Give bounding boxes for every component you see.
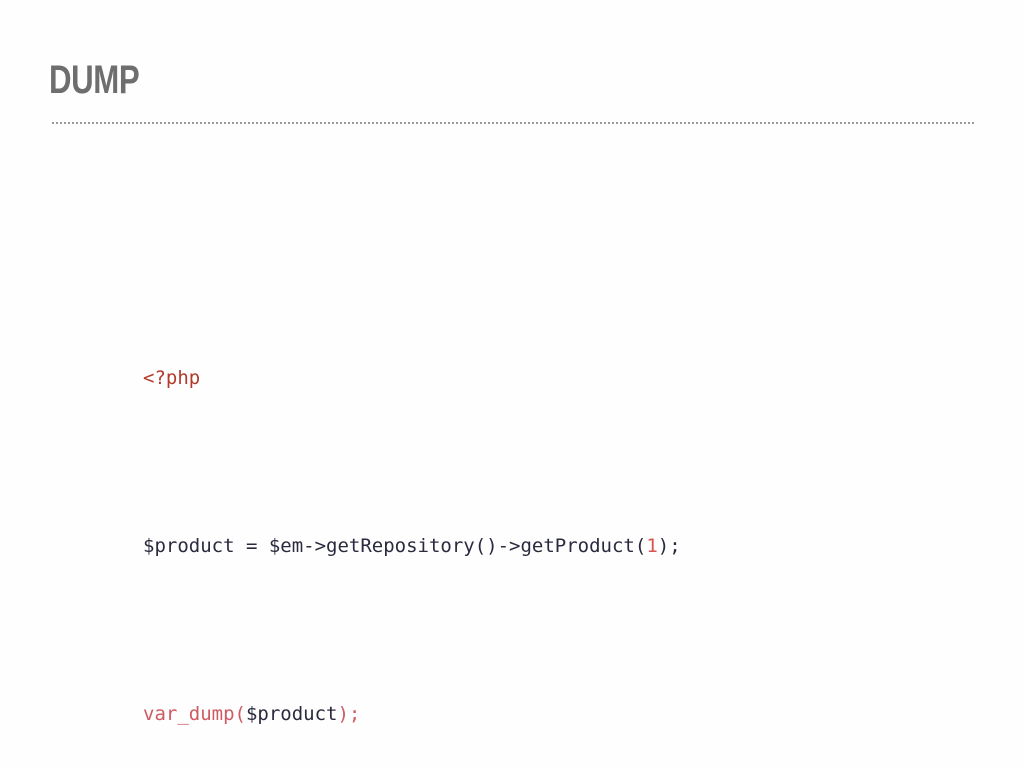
- php-open-tag: <?php: [143, 367, 201, 389]
- code-line-php-tag: <?php: [143, 364, 681, 392]
- code-blank-line: [143, 616, 681, 644]
- slide-title: DUMP: [49, 58, 140, 102]
- var-dump-close: );: [337, 703, 361, 725]
- numeric-argument: 1: [646, 535, 658, 557]
- code-line-assignment: $product = $em->getRepository()->getProd…: [143, 532, 681, 560]
- assignment-close: );: [657, 535, 681, 557]
- code-block: <?php $product = $em->getRepository()->g…: [143, 308, 681, 768]
- title-divider: [52, 122, 974, 124]
- code-line-var-dump: var_dump($product);: [143, 700, 681, 728]
- assignment-expression: $product = $em->getRepository()->getProd…: [143, 535, 647, 557]
- var-dump-argument: $product: [245, 703, 338, 725]
- var-dump-function: var_dump(: [143, 703, 246, 725]
- code-blank-line: [143, 448, 681, 476]
